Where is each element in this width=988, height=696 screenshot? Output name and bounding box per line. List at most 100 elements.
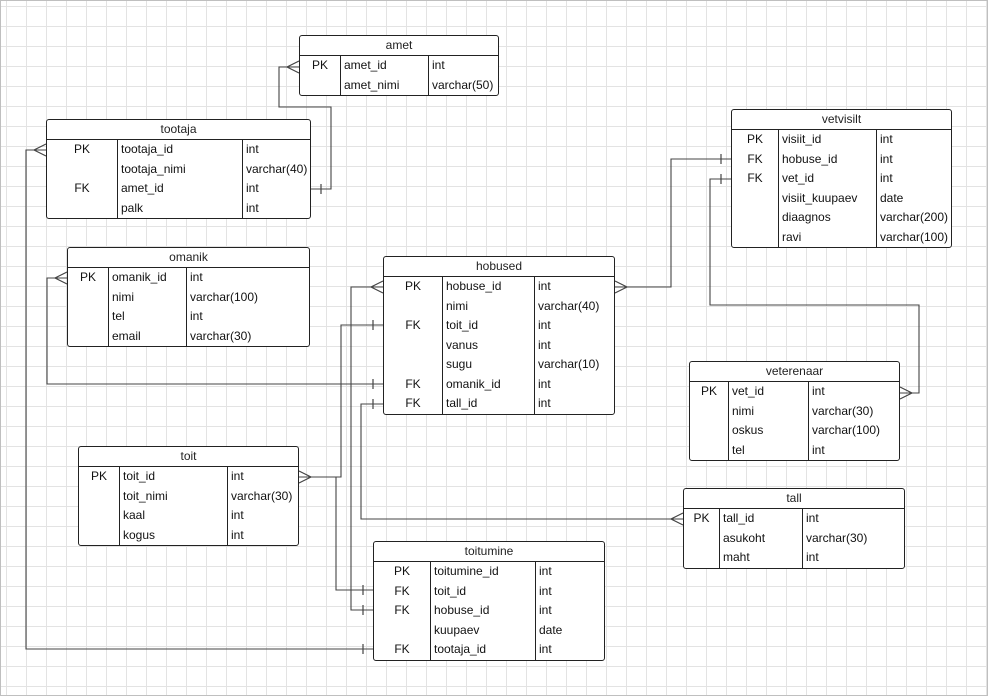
key-marker: PK [311, 58, 328, 72]
many-marker [53, 271, 68, 285]
many-marker [669, 512, 684, 526]
key-marker: FK [405, 396, 421, 410]
column-type: int [227, 525, 298, 545]
key-marker [690, 441, 728, 461]
table-title: tall [684, 489, 904, 509]
connector-line [299, 324, 383, 478]
column-name: asukoht [719, 528, 802, 548]
key-marker: FK [394, 603, 410, 617]
key-marker: FK [747, 171, 763, 185]
key-marker: PK [404, 279, 421, 293]
key-marker [384, 297, 442, 317]
column-name: vet_id [778, 169, 876, 189]
relation-amet-tootaja [278, 60, 332, 194]
column-type: varchar(10) [534, 355, 614, 375]
connector-line [360, 403, 683, 520]
column-name: email [108, 326, 186, 346]
key-marker [732, 208, 778, 228]
column-name: toitumine_id [430, 562, 535, 582]
key-marker [79, 506, 119, 526]
relation-hobused-toitumine [350, 280, 384, 615]
connector-line [350, 286, 383, 611]
connector-line [299, 476, 373, 591]
many-marker [285, 60, 300, 74]
column-type: date [535, 620, 604, 640]
key-marker [374, 621, 430, 641]
column-type: varchar(100) [808, 421, 899, 441]
column-name: hobuse_id [430, 601, 535, 621]
column-name: tootaja_id [117, 140, 242, 160]
column-type: varchar(30) [802, 528, 904, 548]
relation-toit-toitumine [299, 476, 373, 595]
column-type: int [808, 382, 899, 402]
relation-hobused-vetvisilt [614, 154, 731, 294]
column-type: varchar(40) [242, 159, 310, 179]
column-name: visiit_kuupaev [778, 188, 876, 208]
table-title: amet [300, 36, 498, 56]
column-type: int [534, 374, 614, 394]
column-type: int [186, 307, 309, 327]
column-name: visiit_id [778, 130, 876, 150]
column-type: varchar(100) [876, 227, 951, 247]
column-name: maht [719, 548, 802, 568]
column-type: int [242, 198, 310, 218]
key-marker: FK [405, 318, 421, 332]
key-marker [300, 76, 340, 96]
key-marker [384, 355, 442, 375]
relation-omanik-hobused [46, 271, 383, 389]
connector-line [278, 66, 332, 190]
column-name: kaal [119, 506, 227, 526]
column-type: int [534, 335, 614, 355]
column-type: int [534, 394, 614, 414]
column-name: kuupaev [430, 620, 535, 640]
column-type: int [535, 562, 604, 582]
key-marker: PK [79, 270, 96, 284]
key-marker: FK [405, 376, 421, 391]
key-marker: PK [73, 142, 90, 156]
column-type: int [876, 130, 951, 150]
key-marker [47, 199, 117, 219]
key-marker [68, 288, 108, 308]
key-marker [79, 526, 119, 546]
column-type: int [534, 277, 614, 297]
column-type: int [242, 179, 310, 199]
column-type: varchar(40) [534, 296, 614, 316]
key-marker: PK [693, 511, 710, 525]
table-title: toit [79, 447, 298, 467]
connector-line [709, 178, 920, 394]
column-name: nimi [108, 287, 186, 307]
key-marker [68, 327, 108, 347]
column-name: tel [108, 307, 186, 327]
key-marker [68, 307, 108, 327]
column-name: hobuse_id [778, 149, 876, 169]
key-marker [732, 189, 778, 209]
column-type: varchar(30) [186, 326, 309, 346]
column-type: varchar(30) [227, 486, 298, 506]
key-marker [47, 160, 117, 180]
column-type: date [876, 188, 951, 208]
column-name: toit_id [442, 316, 534, 336]
key-marker [690, 421, 728, 441]
column-name: toit_id [119, 467, 227, 487]
column-name: tootaja_id [430, 640, 535, 660]
column-name: hobuse_id [442, 277, 534, 297]
column-name: amet_nimi [340, 75, 428, 95]
column-name: toit_nimi [119, 486, 227, 506]
many-marker [32, 143, 47, 157]
column-name: vanus [442, 335, 534, 355]
column-name: tall_id [719, 509, 802, 529]
column-type: int [242, 140, 310, 160]
key-marker: FK [74, 181, 90, 195]
key-marker: PK [90, 469, 107, 483]
many-marker [614, 280, 629, 294]
